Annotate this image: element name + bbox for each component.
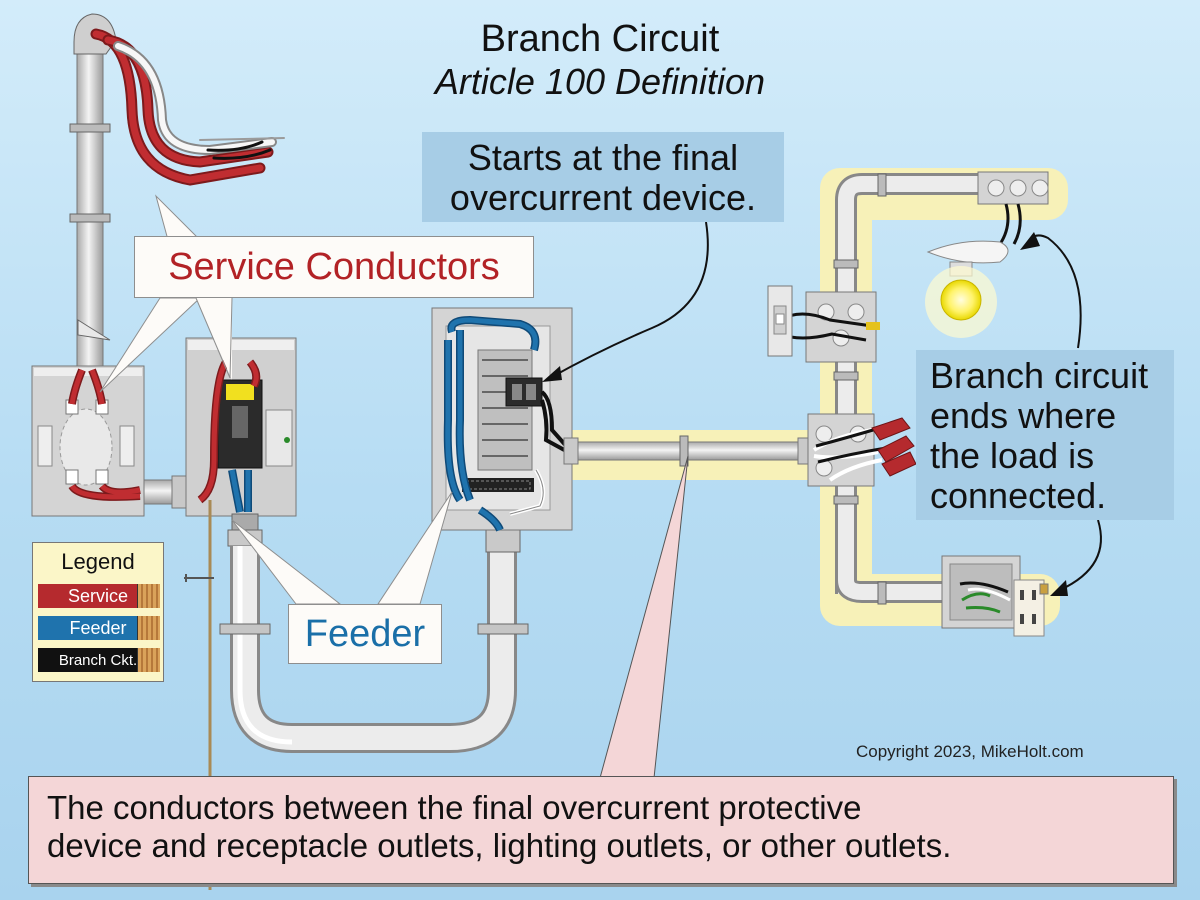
receptacle xyxy=(1013,579,1049,637)
wire-tip-icon xyxy=(137,648,160,672)
wire-tip-icon xyxy=(137,616,160,640)
legend-title: Legend xyxy=(61,549,135,574)
legend-item-label: Service xyxy=(67,585,129,606)
copyright-notice: Copyright 2023, MikeHolt.com xyxy=(856,742,1084,761)
ends-arrowhead-top xyxy=(1020,232,1040,250)
lighting-outlet-box xyxy=(977,171,1049,245)
legend-item-service: Service xyxy=(38,584,160,608)
switch-box xyxy=(779,291,880,363)
ends-callout-line: ends where xyxy=(930,395,1117,436)
definition-callout-pointer xyxy=(599,455,689,779)
legend-item-feeder: Feeder xyxy=(38,616,160,640)
ends-callout-line: Branch circuit xyxy=(930,355,1149,396)
wall-switch xyxy=(767,285,793,357)
ground-clamp xyxy=(184,574,214,582)
ends-arrowhead-bottom xyxy=(1050,580,1068,596)
panelboard xyxy=(431,307,573,532)
legend-item-label: Branch Ckt. xyxy=(58,651,138,669)
feeder-callout: Feeder xyxy=(288,604,442,664)
diagram-title: Branch Circuit xyxy=(480,18,720,60)
starts-arrow xyxy=(549,221,709,379)
service-disconnect xyxy=(185,337,297,517)
legend-item-branch: Branch Ckt. xyxy=(38,648,160,672)
definition-line: The conductors between the final overcur… xyxy=(47,789,862,826)
ends-arrow-bottom xyxy=(1059,519,1102,591)
feeder-conduit xyxy=(219,513,529,753)
junction-box xyxy=(807,413,917,487)
service-callout-pointers xyxy=(99,194,233,393)
ends-callout: Branch circuit ends where the load is co… xyxy=(916,350,1174,520)
definition-callout: The conductors between the final overcur… xyxy=(28,776,1174,884)
starts-callout-line: Starts at the final xyxy=(467,137,739,178)
definition-line: device and receptacle outlets, lighting … xyxy=(47,827,952,864)
ends-arrow-top xyxy=(1029,234,1082,349)
branch-riser-conduit xyxy=(833,173,980,605)
receptacle-box xyxy=(941,555,1021,629)
starts-callout: Starts at the final overcurrent device. xyxy=(422,132,784,222)
service-conductors-callout: Service Conductors xyxy=(134,236,534,298)
ends-callout-line: the load is xyxy=(930,435,1095,476)
light-fixture xyxy=(925,240,1009,338)
meter-nipple xyxy=(143,475,191,509)
ends-callout-line: connected. xyxy=(930,475,1107,516)
meter-base xyxy=(31,365,145,517)
legend-item-label: Feeder xyxy=(69,617,127,638)
starts-callout-line: overcurrent device. xyxy=(449,177,757,218)
starts-arrowhead xyxy=(542,366,562,382)
service-drop-conductors xyxy=(90,28,285,186)
diagram-subtitle: Article 100 Definition xyxy=(434,61,766,102)
wire-tip-icon xyxy=(137,584,160,608)
